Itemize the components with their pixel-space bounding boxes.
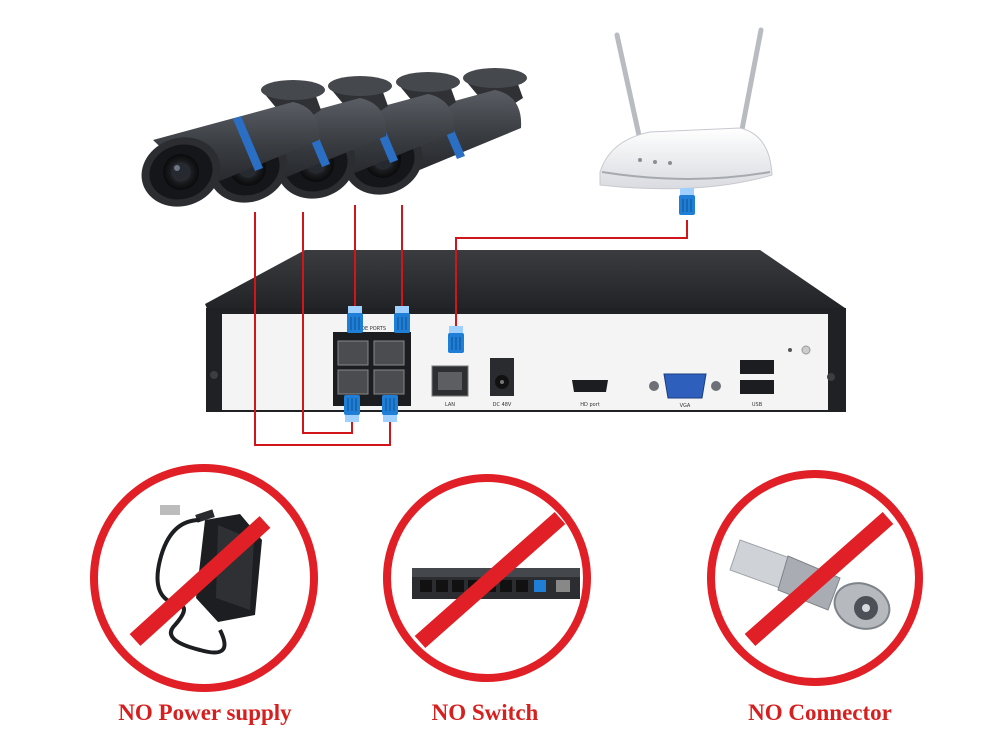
cable [455,220,688,330]
no-power-supply [90,464,318,692]
cable [302,212,353,434]
no-connector-caption: NO Connector [748,700,892,725]
router-icon [599,27,773,190]
poe-ports-label: POE PORTS [358,326,386,332]
poe-ports: POE PORTS [333,326,411,406]
nvr-recorder: POE PORTS LAN DC 48V HD port [205,250,846,412]
usb-port-label: USB [752,402,763,408]
lan-port-label: LAN [445,402,455,408]
rj45-plug-icon [346,305,364,334]
usb-ports: USB [740,360,774,408]
lan-port: LAN [431,365,469,408]
cable [254,212,391,446]
cameras [132,68,527,217]
rj45-plug-icon [678,187,696,216]
no-switch [383,474,591,682]
vga-port: VGA [649,373,721,409]
vga-port-label: VGA [680,403,691,409]
rj45-plug-icon [447,325,465,354]
rj45-plug-icon [393,305,411,334]
no-connector [707,470,923,686]
hdmi-port: HD port [572,380,608,408]
dc-port-label: DC 48V [493,402,512,408]
rj45-plug-icon [381,394,399,423]
no-switch-caption: NO Switch [431,700,539,725]
dc-power-jack: DC 48V [490,358,514,408]
rj45-plug-icon [343,394,361,423]
network-cables [254,205,688,446]
no-power-supply-caption: NO Power supply [118,700,292,725]
hdmi-port-label: HD port [580,402,599,408]
